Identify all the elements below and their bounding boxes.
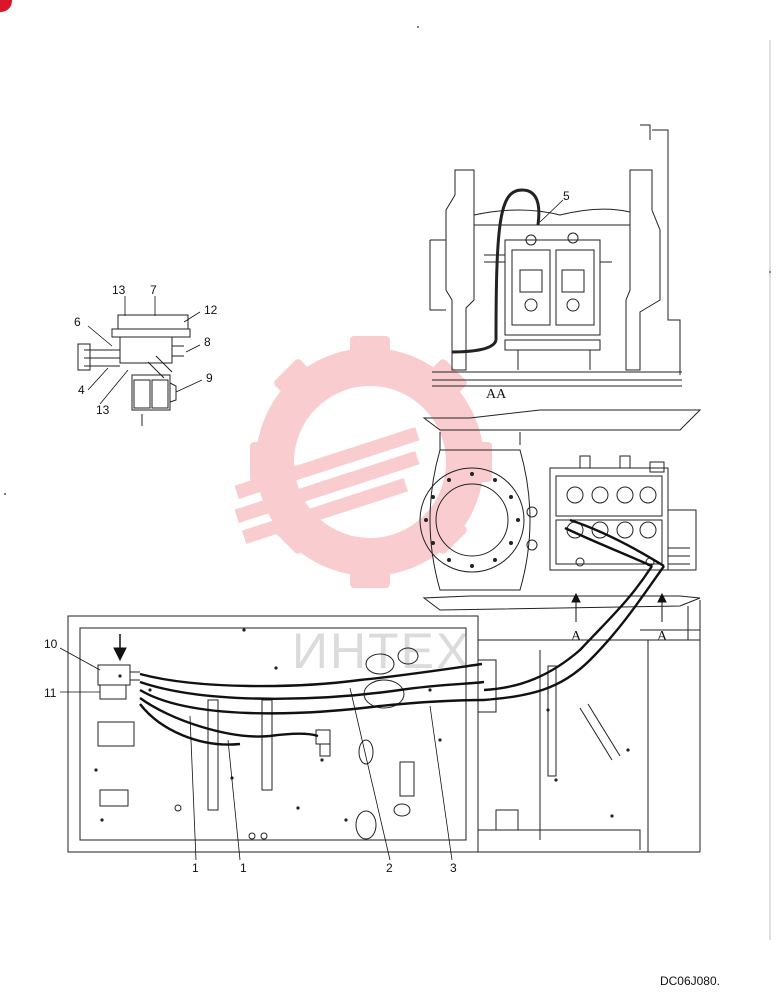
callout-9: 9 [206, 371, 213, 385]
watermark-text: ИНТЕХ [292, 623, 471, 679]
callout-7: 7 [150, 283, 157, 297]
hydraulic-hoses [139, 518, 665, 746]
callout-6: 6 [74, 315, 81, 329]
drawing-code: DC06J080. [659, 974, 720, 988]
callout-2: 2 [386, 861, 393, 875]
callout-1-right: 1 [240, 861, 247, 875]
valve-detail-leaders [87, 296, 203, 405]
callout-10: 10 [44, 637, 58, 651]
leader-5 [539, 199, 564, 223]
callout-3: 3 [450, 861, 457, 875]
section-aa-view [429, 124, 682, 387]
callout-11: 11 [44, 686, 57, 700]
base-frame-view [67, 600, 701, 853]
swing-frame-view [419, 409, 702, 641]
section-label-aa: AA [486, 387, 507, 402]
callout-13-top: 13 [112, 283, 126, 297]
section-arrows [571, 592, 667, 622]
callout-13-bottom: 13 [96, 403, 110, 417]
callout-12: 12 [204, 303, 218, 317]
watermark-logo [234, 336, 492, 588]
callout-1-left: 1 [192, 861, 199, 875]
callout-8: 8 [204, 335, 211, 349]
section-arrow-a-left: A [571, 629, 582, 644]
valve-assembly-detail [77, 314, 191, 426]
base-frame-leaders [59, 647, 453, 861]
section-arrow-a-right: A [657, 629, 668, 644]
callout-5: 5 [563, 189, 570, 203]
location-arrow [113, 634, 127, 662]
edge-marks [4, 26, 771, 495]
callout-4: 4 [78, 383, 85, 397]
